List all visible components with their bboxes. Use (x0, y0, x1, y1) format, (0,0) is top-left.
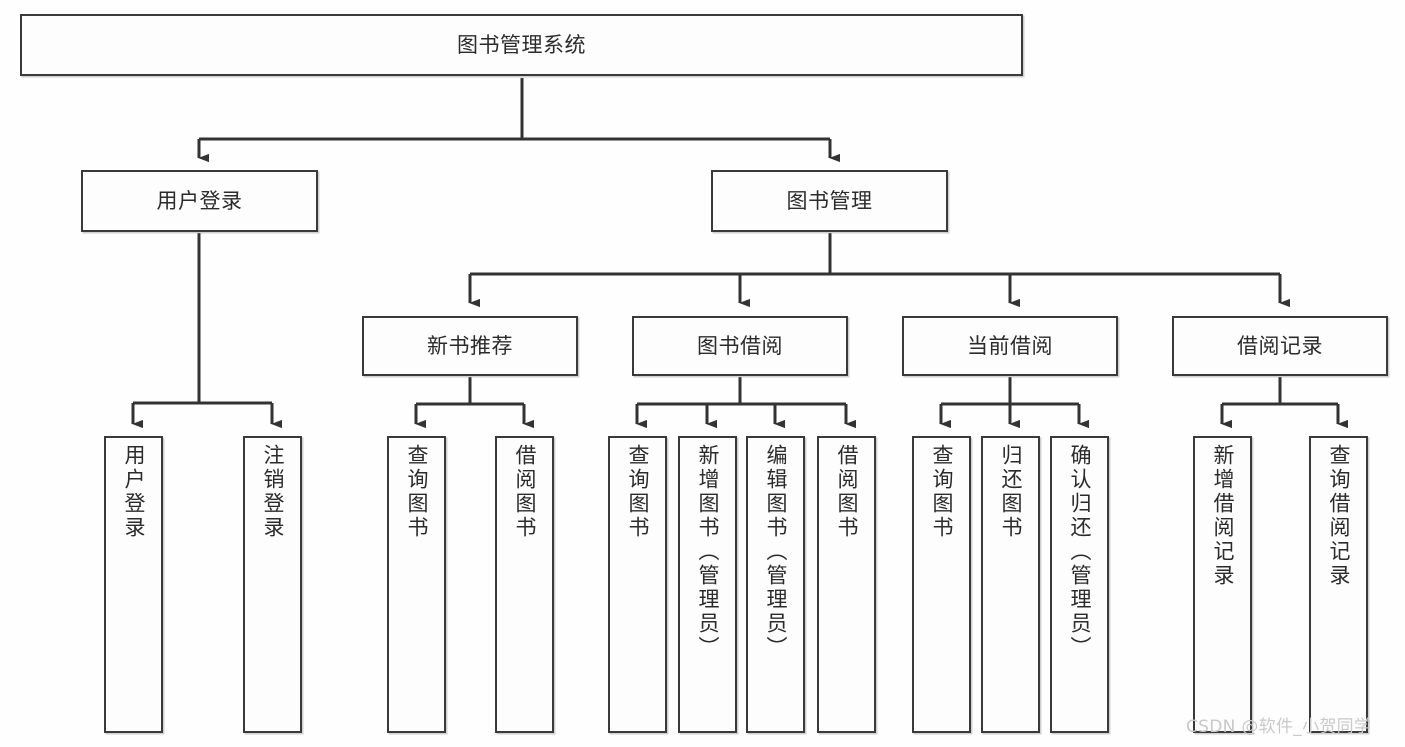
leaf-user-login-login[interactable]: 用户登录 (104, 436, 163, 733)
node-label: 图书管理 (786, 188, 873, 213)
node-book-borrow[interactable]: 图书借阅 (632, 316, 848, 376)
node-label: 查询借阅记录 (1327, 444, 1351, 588)
node-label: 确认归还（管理员） (1068, 444, 1092, 660)
leaf-current-borrow-return[interactable]: 归还图书 (981, 436, 1040, 733)
node-label: 查询图书 (626, 444, 650, 540)
node-label: 新增借阅记录 (1211, 444, 1235, 588)
leaf-new-book-borrow[interactable]: 借阅图书 (495, 436, 554, 733)
node-label: 新书推荐 (427, 333, 513, 358)
leaf-book-borrow-query[interactable]: 查询图书 (608, 436, 667, 733)
node-root-system[interactable]: 图书管理系统 (20, 14, 1023, 76)
leaf-book-borrow-borrow[interactable]: 借阅图书 (817, 436, 876, 733)
node-label: 图书管理系统 (457, 32, 586, 57)
leaf-new-book-query[interactable]: 查询图书 (387, 436, 446, 733)
csdn-watermark: CSDN @软件_小贺同学 (1186, 717, 1372, 737)
node-label: 当前借阅 (967, 333, 1053, 358)
node-label: 查询图书 (930, 444, 954, 540)
node-label: 新增图书（管理员） (696, 444, 720, 660)
leaf-book-borrow-add[interactable]: 新增图书（管理员） (678, 436, 737, 733)
node-label: 编辑图书（管理员） (764, 444, 788, 660)
leaf-borrow-record-query[interactable]: 查询借阅记录 (1309, 436, 1368, 733)
node-label: 图书借阅 (697, 333, 783, 358)
node-label: 查询图书 (405, 444, 429, 540)
node-label: 借阅记录 (1237, 333, 1323, 358)
node-new-book-recommend[interactable]: 新书推荐 (362, 316, 578, 376)
leaf-current-borrow-query[interactable]: 查询图书 (912, 436, 971, 733)
node-current-borrow[interactable]: 当前借阅 (902, 316, 1118, 376)
leaf-user-login-logout[interactable]: 注销登录 (243, 436, 302, 733)
node-user-login[interactable]: 用户登录 (81, 170, 318, 232)
node-label: 归还图书 (999, 444, 1023, 540)
node-label: 注销登录 (261, 444, 285, 540)
leaf-borrow-record-add[interactable]: 新增借阅记录 (1193, 436, 1252, 733)
node-book-management[interactable]: 图书管理 (711, 170, 948, 232)
node-label: 用户登录 (156, 188, 243, 213)
leaf-current-borrow-confirm[interactable]: 确认归还（管理员） (1050, 436, 1109, 733)
leaf-book-borrow-edit[interactable]: 编辑图书（管理员） (746, 436, 805, 733)
node-label: 用户登录 (122, 444, 146, 540)
node-label: 借阅图书 (513, 444, 537, 540)
node-label: 借阅图书 (835, 444, 859, 540)
node-borrow-record[interactable]: 借阅记录 (1172, 316, 1388, 376)
